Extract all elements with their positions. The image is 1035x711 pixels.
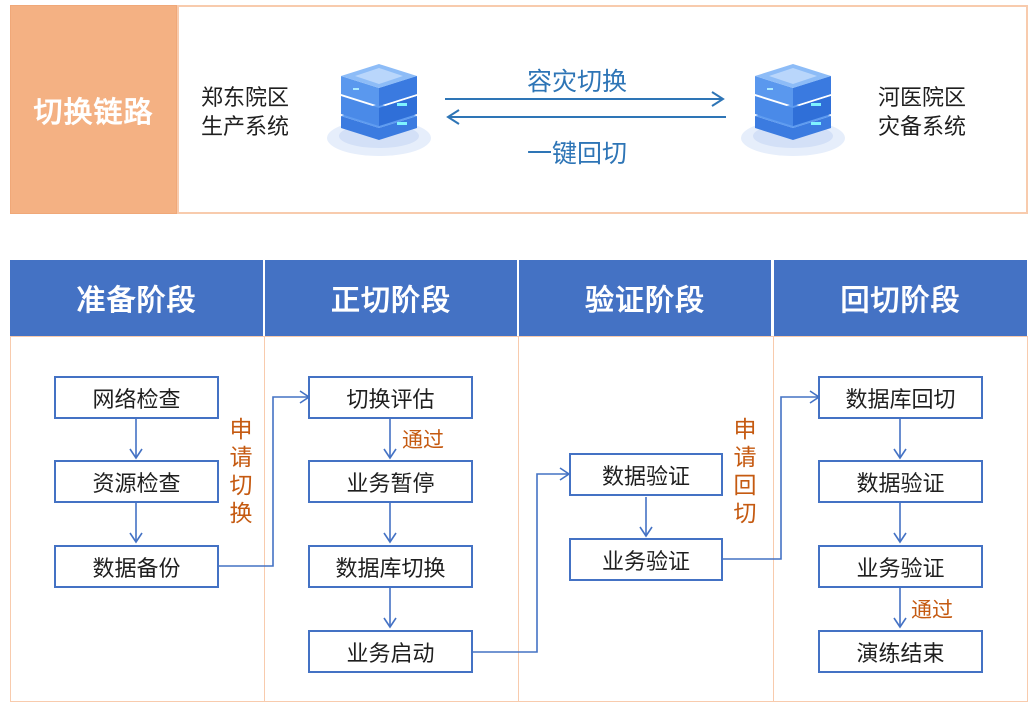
apply-switch-char-1: 申 bbox=[229, 417, 253, 443]
apply-failback-char-4: 切 bbox=[733, 501, 757, 527]
right-site-line-1: 河医院区 bbox=[878, 86, 967, 111]
stage-header-verify: 验证阶段 bbox=[519, 260, 771, 336]
right-site-line-2: 灾备系统 bbox=[878, 115, 967, 140]
apply-switch-char-4: 换 bbox=[229, 501, 253, 527]
pass-label-failback: 通过 bbox=[911, 598, 953, 622]
pass-label-switch: 通过 bbox=[402, 428, 444, 452]
stage-header-prepare: 准备阶段 bbox=[10, 260, 263, 336]
left-site-line-2: 生产系统 bbox=[201, 115, 290, 140]
stage-header-switch: 正切阶段 bbox=[265, 260, 517, 336]
apply-failback-label: 申 请 回 切 bbox=[732, 416, 758, 528]
node-data-backup: 数据备份 bbox=[54, 545, 219, 588]
node-failback-business-verify: 业务验证 bbox=[818, 545, 983, 588]
apply-failback-char-2: 请 bbox=[733, 445, 757, 471]
left-site-line-1: 郑东院区 bbox=[201, 86, 290, 111]
node-switch-assessment: 切换评估 bbox=[308, 376, 473, 419]
node-business-start: 业务启动 bbox=[308, 630, 473, 673]
link-panel bbox=[177, 5, 1028, 214]
apply-switch-char-3: 切 bbox=[229, 473, 253, 499]
stage-header-failback: 回切阶段 bbox=[774, 260, 1027, 336]
node-database-switch: 数据库切换 bbox=[308, 545, 473, 588]
apply-switch-label: 申 请 切 换 bbox=[228, 416, 254, 528]
failback-label: 一键回切 bbox=[527, 139, 628, 168]
node-data-verify: 数据验证 bbox=[569, 453, 723, 496]
node-drill-end: 演练结束 bbox=[818, 630, 983, 673]
node-business-pause: 业务暂停 bbox=[308, 460, 473, 503]
apply-switch-char-2: 请 bbox=[229, 445, 253, 471]
right-site-label: 河医院区 灾备系统 bbox=[878, 84, 966, 142]
failback-arrow-head bbox=[446, 109, 460, 125]
node-business-verify: 业务验证 bbox=[569, 538, 723, 581]
backup-server-icon bbox=[741, 64, 845, 156]
node-database-failback: 数据库回切 bbox=[818, 376, 983, 419]
node-network-check: 网络检查 bbox=[54, 376, 219, 419]
left-site-label: 郑东院区 生产系统 bbox=[201, 84, 289, 142]
node-failback-data-verify: 数据验证 bbox=[818, 460, 983, 503]
failover-arrow-head bbox=[711, 91, 725, 107]
production-server-icon bbox=[327, 64, 431, 156]
link-title: 切换链路 bbox=[10, 5, 177, 214]
failover-label: 容灾切换 bbox=[527, 67, 628, 96]
node-resource-check: 资源检查 bbox=[54, 460, 219, 503]
apply-failback-char-1: 申 bbox=[733, 417, 757, 443]
apply-failback-char-3: 回 bbox=[733, 473, 757, 499]
